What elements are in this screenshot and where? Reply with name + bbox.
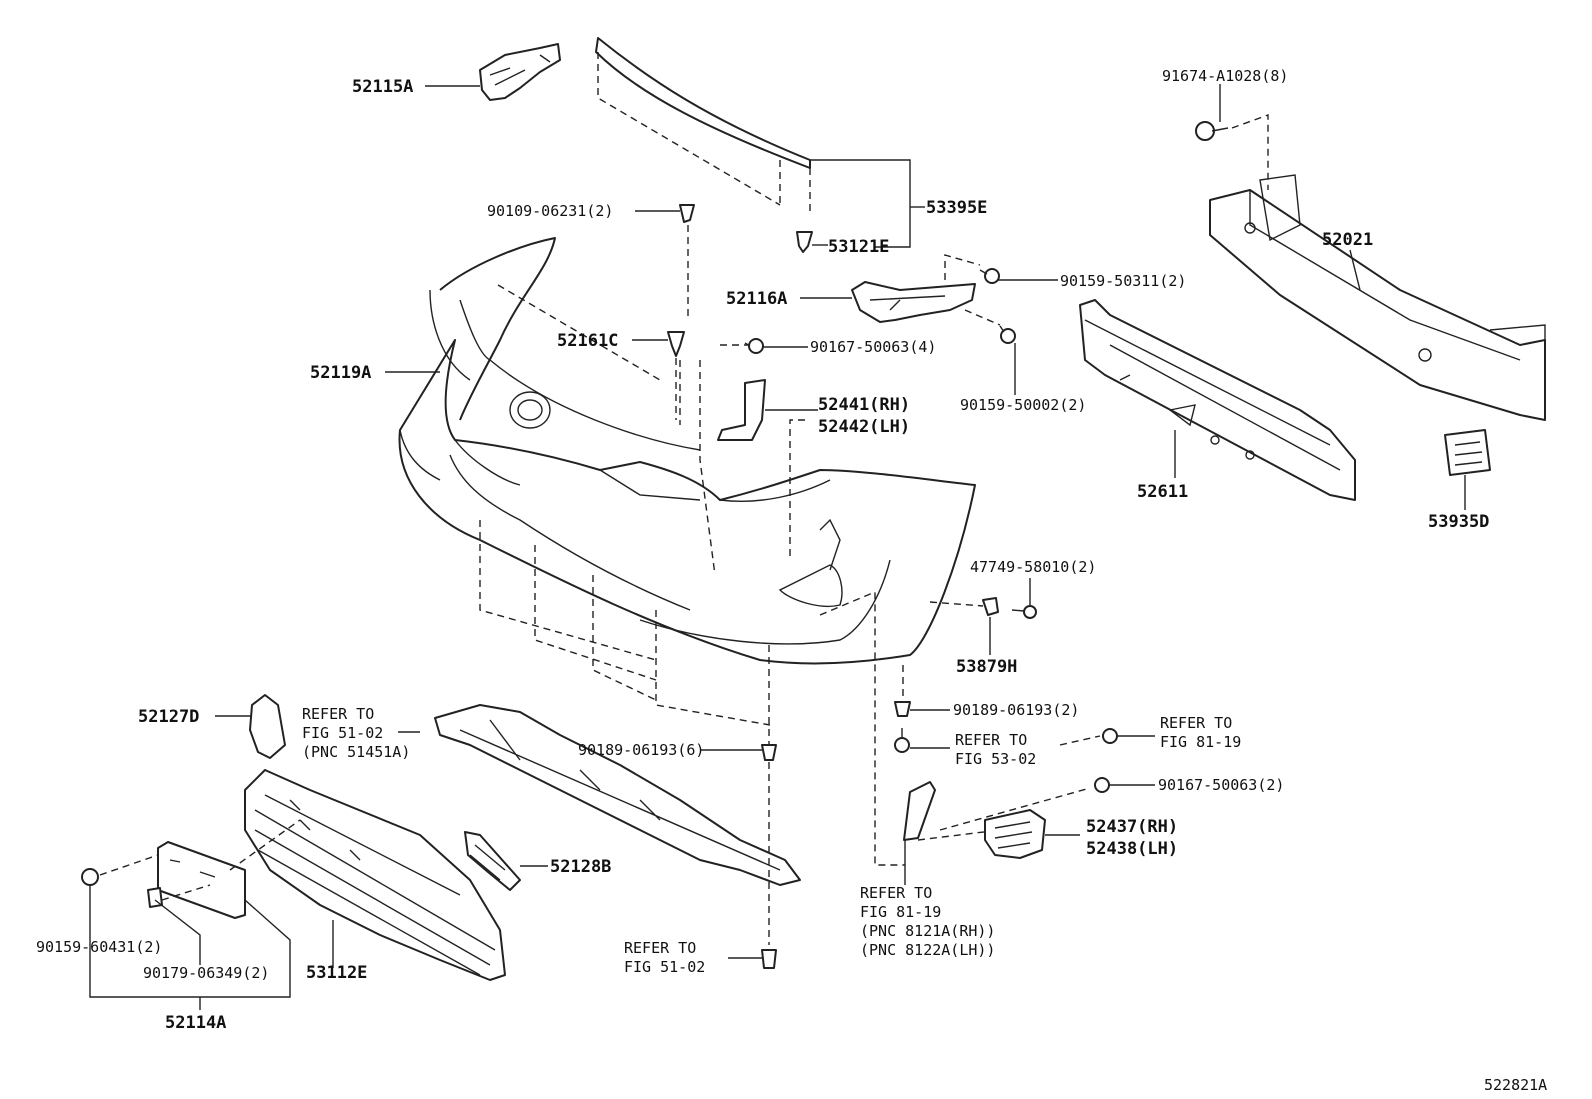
label-pnc-8122a-lh: (PNC 8122A(LH)) [860, 941, 995, 959]
part-90159-60431-bolt [81, 868, 99, 886]
label-52114A: 52114A [165, 1013, 226, 1033]
part-53121E-clip [796, 231, 813, 253]
part-52611-absorber [1079, 299, 1356, 501]
label-52438-lh: 52438(LH) [1086, 839, 1178, 859]
label-fig51-02-a: FIG 51-02 [302, 724, 383, 742]
label-52161C: 52161C [557, 331, 618, 351]
label-53121E: 53121E [828, 237, 889, 257]
label-fig51-02-b: FIG 51-02 [624, 958, 705, 976]
label-52128B: 52128B [550, 857, 611, 877]
label-52115A: 52115A [352, 77, 413, 97]
label-90167-50063-4: 90167-50063(4) [810, 338, 936, 356]
label-refer-to-fig51-a: REFER TO [302, 705, 374, 723]
part-90167-50063-4-bolt [744, 338, 764, 354]
part-53879H-clip [929, 597, 999, 616]
label-52442-lh: 52442(LH) [818, 417, 910, 437]
label-53935D: 53935D [1428, 512, 1489, 532]
part-52114A-plate [99, 819, 301, 919]
part-screw-fig53 [894, 728, 910, 753]
part-91674-bolt [1195, 114, 1269, 190]
part-53935D-block [1444, 429, 1491, 476]
part-52119A-bumper-cover [398, 237, 976, 866]
part-90159-50311-bolt [979, 268, 1000, 284]
label-fig81-19-b: FIG 81-19 [860, 903, 941, 921]
label-refer-to-fig51-b: REFER TO [624, 939, 696, 957]
label-90189-06193-2: 90189-06193(2) [953, 701, 1079, 719]
label-pnc-8121a-rh: (PNC 8121A(RH)) [860, 922, 995, 940]
part-fog-lamp-strip [903, 781, 1001, 841]
part-screw-fig81 [1059, 728, 1118, 746]
part-lower-undercover [434, 704, 801, 886]
label-47749-58010: 47749-58010(2) [970, 558, 1096, 576]
part-90109-clip [679, 204, 695, 320]
label-90159-50002: 90159-50002(2) [960, 396, 1086, 414]
label-refer-to-fig53: REFER TO [955, 731, 1027, 749]
label-fig81-19-a: FIG 81-19 [1160, 733, 1241, 751]
label-53112E: 53112E [306, 963, 367, 983]
part-52441-52442-retainer [717, 379, 766, 441]
diagram-id: 522821A [1484, 1076, 1547, 1094]
part-90189-6-clip [761, 645, 777, 945]
label-90189-06193-6: 90189-06193(6) [578, 741, 704, 759]
part-52437-52438-cover [984, 809, 1046, 859]
label-90109-06231: 90109-06231(2) [487, 202, 613, 220]
label-52127D: 52127D [138, 707, 199, 727]
label-fig53-02: FIG 53-02 [955, 750, 1036, 768]
part-52021-reinforcement [1209, 174, 1546, 421]
label-pnc-51451a: (PNC 51451A) [302, 743, 410, 761]
label-90179-06349: 90179-06349(2) [143, 964, 269, 982]
label-53879H: 53879H [956, 657, 1017, 677]
label-52437-rh: 52437(RH) [1086, 817, 1178, 837]
label-refer-to-fig81-a: REFER TO [1160, 714, 1232, 732]
part-screw-fig51-bottom [761, 949, 777, 969]
label-90167-50063-2: 90167-50063(2) [1158, 776, 1284, 794]
part-52128B-cover [464, 831, 521, 891]
label-53395E: 53395E [926, 198, 987, 218]
label-90159-50311: 90159-50311(2) [1060, 272, 1186, 290]
part-52116A-bracket [851, 254, 1001, 326]
label-91674-a1028: 91674-A1028(8) [1162, 67, 1288, 85]
label-52441-rh: 52441(RH) [818, 395, 910, 415]
part-52127D-bracket [249, 694, 286, 759]
label-52119A: 52119A [310, 363, 371, 383]
label-52611: 52611 [1137, 482, 1188, 502]
part-52161C-clip [667, 331, 685, 420]
part-52115A-bracket [479, 43, 561, 101]
part-47749-bolt [1011, 605, 1037, 619]
part-53112E-grille [244, 769, 506, 981]
part-90159-50002-bolt [999, 325, 1016, 344]
part-90189-2-clip [894, 665, 911, 717]
label-90159-60431: 90159-60431(2) [36, 938, 162, 956]
part-53395E-molding [595, 37, 811, 215]
label-52021: 52021 [1322, 230, 1373, 250]
label-refer-to-fig81-b: REFER TO [860, 884, 932, 902]
leader-lines [89, 84, 1466, 1010]
label-52116A: 52116A [726, 289, 787, 309]
